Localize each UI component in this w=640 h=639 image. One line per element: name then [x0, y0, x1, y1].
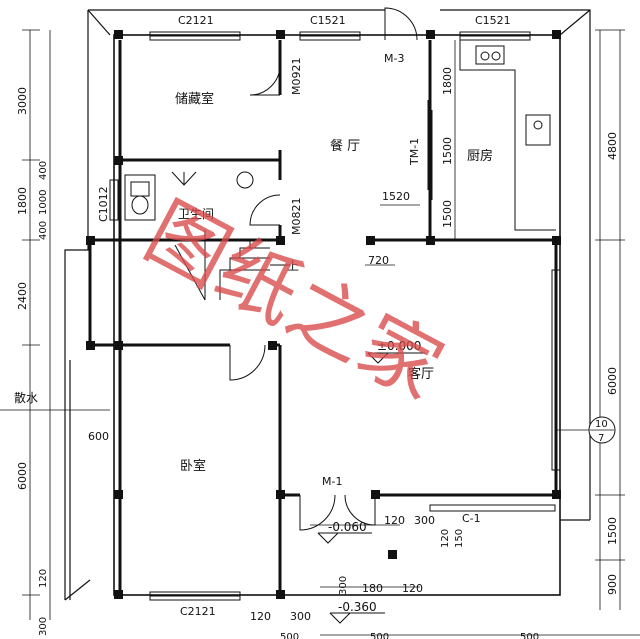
dim-kitchen-2: 1500 — [441, 200, 454, 228]
dim-kitchen-1: 1500 — [441, 137, 454, 165]
dimension-lines — [0, 29, 640, 636]
dim-bottom-2: 500 — [520, 632, 539, 639]
door-label-back: M-3 — [384, 52, 404, 65]
axis-bubble-bottom: 7 — [598, 433, 604, 444]
dim-left-2: 400 — [38, 161, 49, 180]
room-bathroom: 卫生间 — [178, 207, 214, 221]
dim-left-5: 2400 — [16, 282, 29, 310]
dim-bottom-1: 500 — [370, 632, 389, 639]
door-label-bath: M0821 — [290, 198, 303, 236]
dim-right-3: 900 — [606, 574, 619, 595]
dim-left-1: 1800 — [16, 187, 29, 215]
dim-front-6: 120 — [402, 582, 423, 595]
dim-left-0: 3000 — [16, 87, 29, 115]
dim-front-1: 300 — [414, 514, 435, 527]
dim-left-6: 6000 — [16, 462, 29, 490]
dim-left-8: 300 — [38, 617, 49, 636]
dim-right-1: 6000 — [606, 367, 619, 395]
columns — [86, 30, 561, 599]
window-symbols — [109, 31, 561, 601]
axis-bubble-top: 10 — [595, 419, 608, 430]
window-label-top-left: C2121 — [178, 14, 214, 27]
stair — [174, 230, 290, 301]
door-label-sliding: TM-1 — [408, 138, 421, 166]
window-label-bath: C1012 — [97, 186, 110, 222]
dim-left-4: 400 — [38, 221, 49, 240]
door-label-entry: M-1 — [322, 475, 342, 488]
dim-interior-2: 600 — [88, 430, 109, 443]
dim-kitchen-0: 1800 — [441, 67, 454, 95]
dim-left-7: 120 — [38, 569, 49, 588]
room-living: 客厅 — [408, 366, 434, 382]
dim-left-3: 1000 — [38, 190, 49, 215]
dim-front-5: 180 — [362, 582, 383, 595]
window-label-top-mid: C1521 — [310, 14, 346, 27]
axis-bubble: 10 7 — [588, 416, 616, 444]
level-porch: -0.060 — [328, 520, 367, 534]
level-ground: -0.360 — [338, 600, 377, 614]
dim-front-0: 120 — [384, 514, 405, 527]
room-storage: 储藏室 — [175, 91, 214, 107]
dim-front-3: 150 — [454, 529, 465, 548]
dim-bottom-0: 500 — [280, 632, 299, 639]
dim-right-2: 1500 — [606, 517, 619, 545]
stair-up-label: 上 — [287, 259, 299, 273]
door-swings — [229, 7, 433, 531]
dim-interior-1: 720 — [368, 254, 389, 267]
window-label-front: C-1 — [462, 512, 481, 525]
room-dining: 餐 厅 — [330, 138, 360, 154]
room-bedroom: 卧室 — [180, 458, 206, 474]
room-kitchen: 厨房 — [467, 148, 493, 164]
door-label-storage: M0921 — [290, 58, 303, 96]
drain-label: 散水 — [14, 390, 38, 405]
dim-interior-0: 1520 — [382, 190, 410, 203]
eave-outline — [64, 9, 591, 601]
dim-front-4: 300 — [338, 576, 349, 595]
level-floor: ±0.000 — [377, 339, 421, 353]
dim-front-8: 300 — [290, 610, 311, 623]
kitchen-fixtures — [459, 40, 556, 231]
level-symbol-porch — [317, 532, 385, 624]
dim-right-0: 4800 — [606, 132, 619, 160]
window-label-bottom: C2121 — [180, 605, 216, 618]
dim-front-7: 120 — [250, 610, 271, 623]
dim-front-2: 120 — [440, 529, 451, 548]
bathroom-fixtures — [124, 171, 254, 221]
window-label-top-right: C1521 — [475, 14, 511, 27]
level-symbol-floor — [367, 352, 425, 364]
